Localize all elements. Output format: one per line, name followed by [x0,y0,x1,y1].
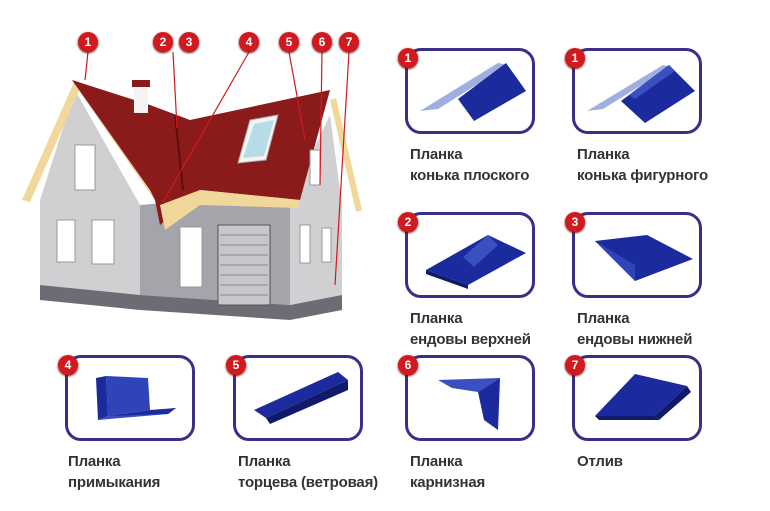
item-card-flat-ridge [405,48,535,134]
item-badge: 2 [398,212,418,232]
item-label-line2: ендовы верхней [410,331,531,348]
item-card-drip [572,355,702,441]
callout-badge-4: 4 [239,32,259,52]
lower-valley-flashing-icon [595,235,693,281]
item-label-line1: Планка [68,453,121,470]
item-label-line1: Отлив [577,453,623,470]
item-label-line1: Планка [577,146,630,163]
callout-badge-5: 5 [279,32,299,52]
item-label-line1: Планка [410,453,463,470]
item-label-line2: примыкания [68,474,161,491]
item-card-upper-valley [405,212,535,298]
item-card-abutment [65,355,195,441]
item-card-shaped-ridge [572,48,702,134]
item-card-gable-wind [233,355,363,441]
item-label-line2: ендовы нижней [577,331,693,348]
callout-badge-6: 6 [312,32,332,52]
item-badge: 1 [398,48,418,68]
gable-wind-flashing-icon [254,372,348,424]
item-badge: 3 [565,212,585,232]
item-label-line2: карнизная [410,474,486,491]
item-card-eaves [405,355,535,441]
drip-flashing-icon [595,374,691,420]
callout-badge-3: 3 [179,32,199,52]
abutment-flashing-icon [96,376,176,420]
house-illustration [22,51,362,320]
item-label-line1: Планка [238,453,291,470]
eaves-flashing-icon [438,378,500,430]
flat-ridge-flashing-icon [420,63,526,121]
item-card-lower-valley [572,212,702,298]
callout-badge-7: 7 [339,32,359,52]
item-label-line1: Планка [410,146,463,163]
item-label-line1: Планка [577,310,630,327]
callout-badge-2: 2 [153,32,173,52]
item-label-line1: Планка [410,310,463,327]
item-badge: 4 [58,355,78,375]
callout-badge-1: 1 [78,32,98,52]
shaped-ridge-flashing-icon [587,65,695,123]
upper-valley-flashing-icon [426,235,526,289]
item-label-line2: конька фигурного [577,167,708,184]
item-badge: 5 [226,355,246,375]
item-label-line2: конька плоского [410,167,530,184]
item-badge: 1 [565,48,585,68]
item-badge: 7 [565,355,585,375]
item-badge: 6 [398,355,418,375]
item-label-line2: торцева (ветровая) [238,474,378,491]
